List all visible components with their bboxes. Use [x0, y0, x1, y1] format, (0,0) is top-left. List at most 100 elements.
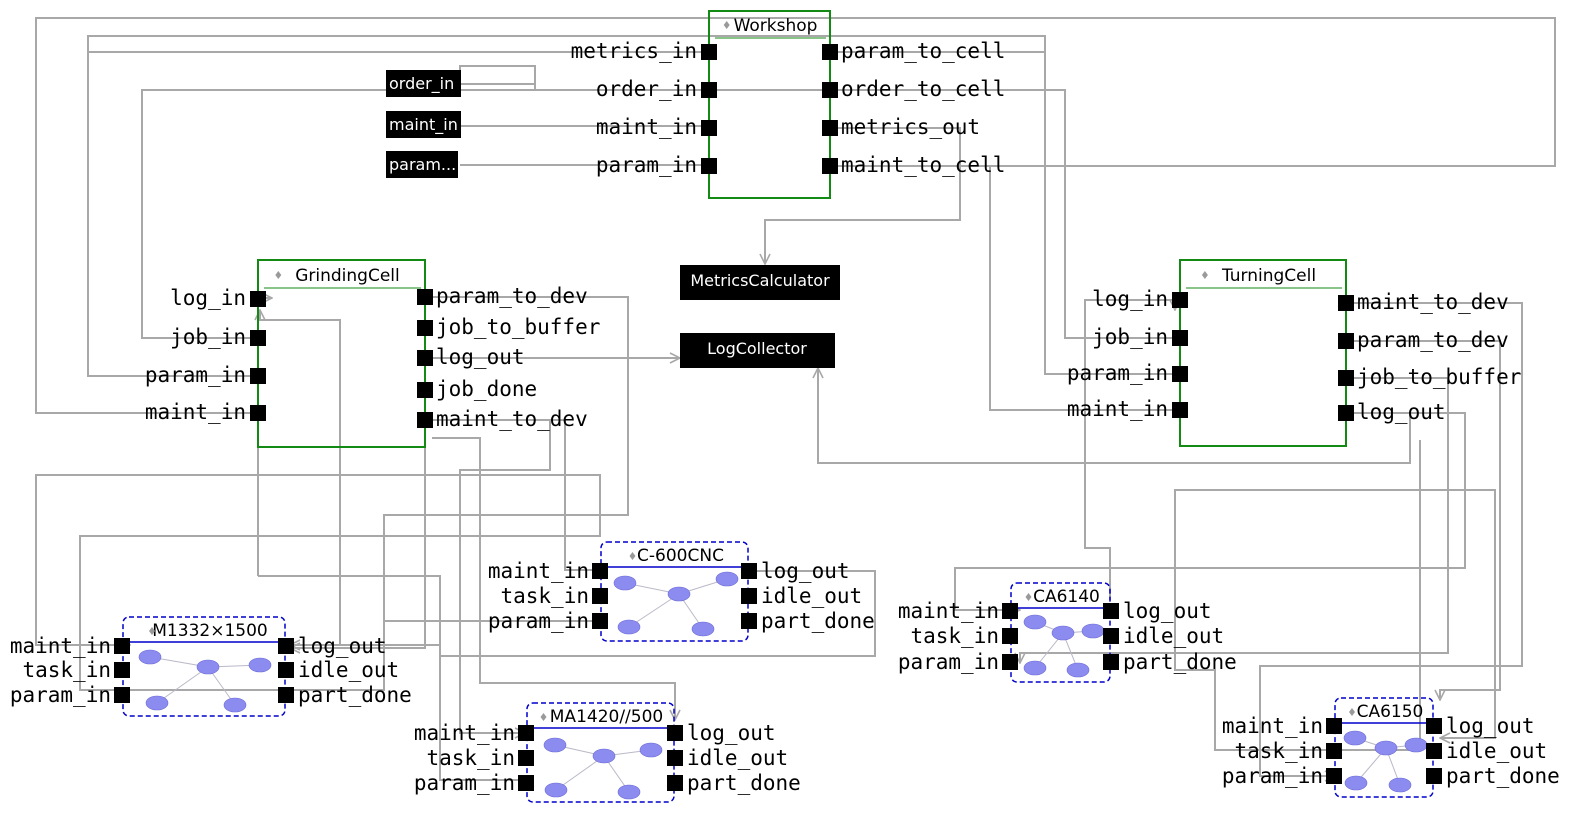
port-out[interactable] — [417, 289, 433, 305]
wire — [1259, 302, 1523, 776]
port-label: part_done — [298, 683, 412, 707]
port-in[interactable] — [701, 82, 717, 98]
port-label: task_in — [22, 658, 111, 682]
wire — [141, 89, 832, 338]
port-in[interactable] — [1326, 718, 1342, 734]
port-in[interactable] — [1172, 292, 1188, 308]
port-in[interactable] — [518, 750, 534, 766]
port-in[interactable] — [1172, 330, 1188, 346]
port-in[interactable] — [592, 613, 608, 629]
port-out[interactable] — [1338, 333, 1354, 349]
port-label: param_to_cell — [841, 39, 1005, 63]
port-label: log_in — [170, 286, 246, 310]
block-metrics-calculator[interactable]: MetricsCalculator — [680, 265, 840, 300]
port-label: param_in — [898, 650, 999, 674]
port-in[interactable] — [1326, 743, 1342, 759]
port-out[interactable] — [1426, 743, 1442, 759]
port-out[interactable] — [741, 563, 757, 579]
diamond-icon — [723, 21, 730, 29]
port-out[interactable] — [417, 320, 433, 336]
port-label: param_in — [414, 771, 515, 795]
port-label: idle_out — [298, 658, 399, 682]
port-out[interactable] — [1338, 405, 1354, 421]
diamond-icon — [1025, 593, 1032, 601]
port-out[interactable] — [1338, 295, 1354, 311]
port-out[interactable] — [822, 120, 838, 136]
port-in[interactable] — [1002, 628, 1018, 644]
port-in[interactable] — [701, 120, 717, 136]
port-out[interactable] — [822, 82, 838, 98]
port-out[interactable] — [1338, 370, 1354, 386]
port-out[interactable] — [1103, 628, 1119, 644]
network-node — [715, 571, 739, 587]
device-ma1420[interactable]: MA1420//500maint_intask_inparam_inlog_ou… — [414, 702, 801, 803]
device-ca6140[interactable]: CA6140maint_intask_inparam_inlog_outidle… — [898, 582, 1237, 683]
port-in[interactable] — [518, 725, 534, 741]
port-label: task_in — [1234, 739, 1323, 763]
port-out[interactable] — [667, 775, 683, 791]
block-log-collector[interactable]: LogCollector — [680, 333, 835, 368]
connection-wires — [35, 17, 1556, 780]
port-out[interactable] — [1103, 654, 1119, 670]
component-title: M1332×1500 — [152, 621, 267, 641]
input-block-order[interactable]: order_in — [386, 70, 461, 97]
external-inputs: order_in maint_in param... — [386, 70, 461, 178]
port-out[interactable] — [417, 412, 433, 428]
port-out[interactable] — [417, 382, 433, 398]
port-out[interactable] — [667, 725, 683, 741]
component-title: TurningCell — [1221, 266, 1316, 286]
device-c600[interactable]: C-600CNCmaint_intask_inparam_inlog_outid… — [488, 541, 875, 642]
device-ca6150[interactable]: CA6150maint_intask_inparam_inlog_outidle… — [1222, 697, 1560, 798]
port-out[interactable] — [417, 350, 433, 366]
port-out[interactable] — [278, 638, 294, 654]
network-node — [592, 748, 616, 764]
port-in[interactable] — [114, 662, 130, 678]
port-label: part_done — [687, 771, 801, 795]
port-in[interactable] — [1002, 603, 1018, 619]
wire — [1020, 377, 1449, 663]
port-in[interactable] — [1172, 366, 1188, 382]
component-title: C-600CNC — [637, 546, 724, 566]
port-out[interactable] — [822, 158, 838, 174]
port-out[interactable] — [1426, 718, 1442, 734]
port-out[interactable] — [278, 687, 294, 703]
port-out[interactable] — [741, 613, 757, 629]
composite-workshop[interactable]: Workshopmetrics_inorder_inmaint_inparam_… — [571, 10, 1006, 199]
composite-grinding[interactable]: GrindingCelllog_injob_inparam_inmaint_in… — [145, 259, 601, 448]
network-node — [617, 784, 641, 800]
input-block-maint[interactable]: maint_in — [386, 111, 461, 138]
input-block-param[interactable]: param... — [386, 151, 458, 178]
network-node — [1404, 737, 1428, 753]
port-in[interactable] — [114, 687, 130, 703]
port-in[interactable] — [592, 563, 608, 579]
port-in[interactable] — [1172, 402, 1188, 418]
diamond-icon — [275, 271, 282, 279]
network-node — [1051, 625, 1075, 641]
port-in[interactable] — [592, 588, 608, 604]
wire — [765, 127, 961, 264]
port-in[interactable] — [518, 775, 534, 791]
port-in[interactable] — [250, 405, 266, 421]
port-in[interactable] — [1002, 654, 1018, 670]
device-m1332[interactable]: M1332×1500maint_intask_inparam_inlog_out… — [10, 616, 412, 717]
port-out[interactable] — [1103, 603, 1119, 619]
port-in[interactable] — [250, 368, 266, 384]
port-out[interactable] — [1426, 768, 1442, 784]
port-in[interactable] — [701, 158, 717, 174]
port-in[interactable] — [250, 330, 266, 346]
composite-turning[interactable]: TurningCelllog_injob_inparam_inmaint_inm… — [1067, 259, 1522, 447]
port-label: param_in — [10, 683, 111, 707]
port-in[interactable] — [114, 638, 130, 654]
port-out[interactable] — [667, 750, 683, 766]
port-out[interactable] — [741, 588, 757, 604]
port-in[interactable] — [701, 44, 717, 60]
port-in[interactable] — [1326, 768, 1342, 784]
port-label: param_in — [1222, 764, 1323, 788]
port-label: maint_in — [414, 721, 515, 745]
port-out[interactable] — [822, 44, 838, 60]
port-label: maint_in — [145, 400, 246, 424]
network-node — [1023, 660, 1047, 676]
port-in[interactable] — [250, 291, 266, 307]
port-label: order_in — [596, 77, 697, 101]
port-out[interactable] — [278, 662, 294, 678]
